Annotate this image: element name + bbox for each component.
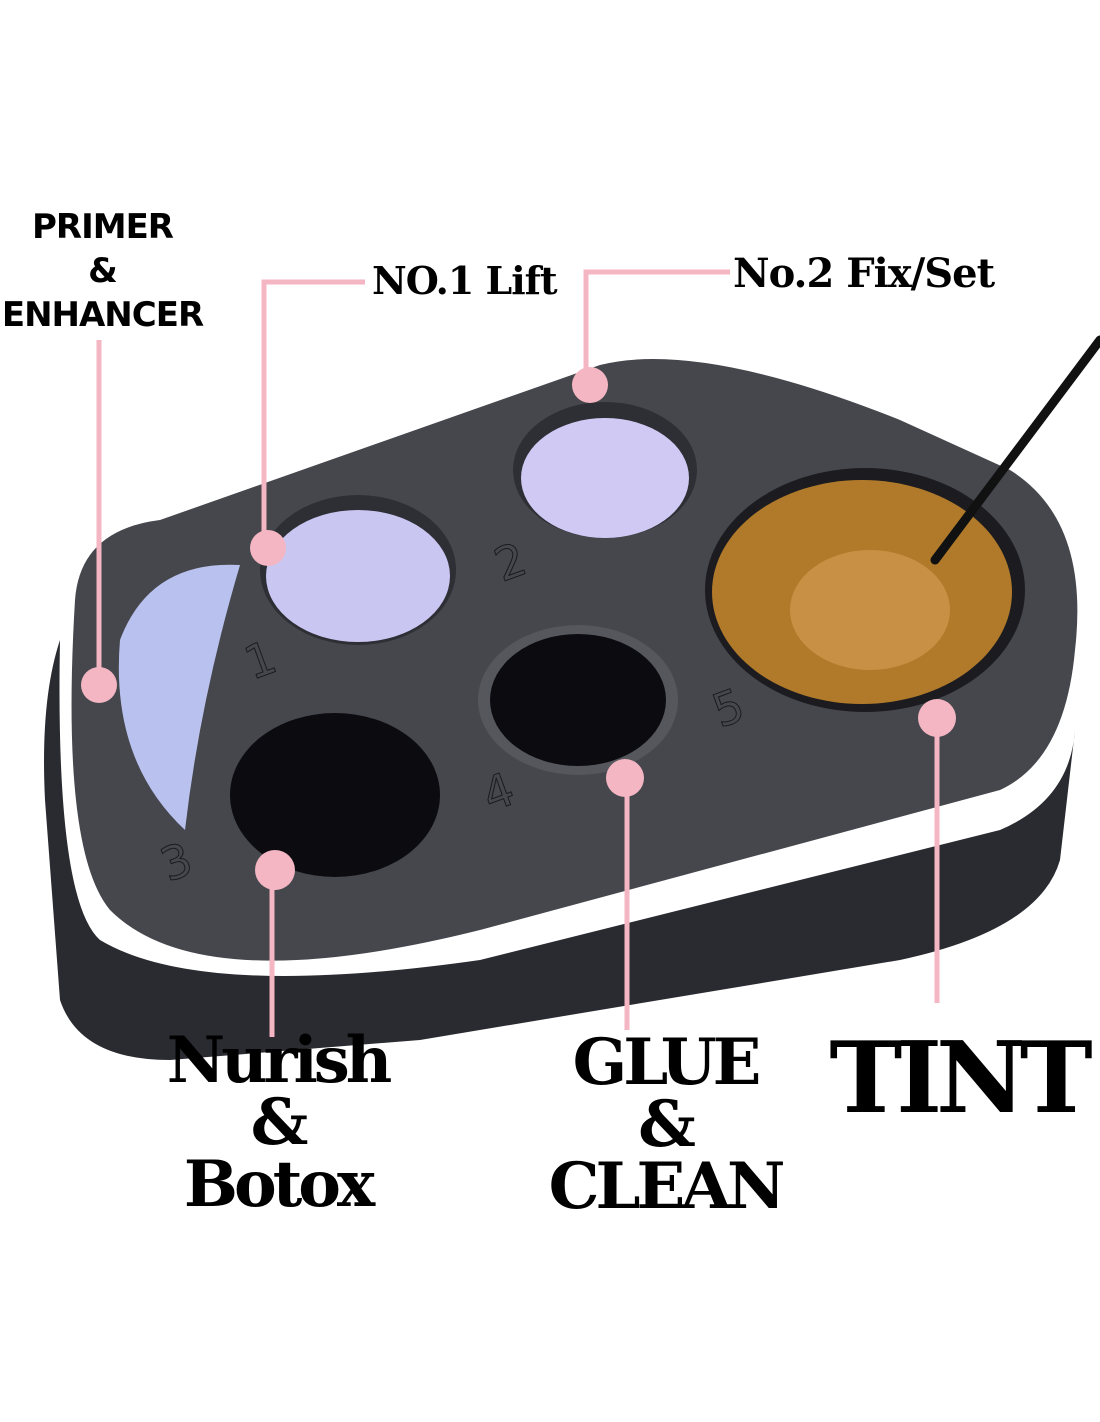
label-line: CLEAN xyxy=(548,1149,786,1224)
label-line: Nurish xyxy=(166,1023,393,1098)
label-nurish-botox: Nurish & Botox xyxy=(140,1023,415,1222)
leader-dots xyxy=(81,367,956,890)
label-fix-set: No.2 Fix/Set xyxy=(733,250,995,297)
label-lift: NO.1 Lift xyxy=(372,258,558,303)
label-tint: TINT xyxy=(829,1021,1092,1136)
label-glue-clean: GLUE & CLEAN xyxy=(540,1025,790,1224)
well-3 xyxy=(230,713,440,877)
label-line: & xyxy=(638,1087,696,1162)
label-line: GLUE xyxy=(572,1025,762,1100)
label-line: PRIMER xyxy=(32,207,174,247)
leader-lines xyxy=(96,269,940,1037)
spatula xyxy=(930,335,1100,565)
label-line: & xyxy=(88,251,118,291)
label-primer-enhancer: PRIMER & ENHANCER xyxy=(0,205,205,337)
gel-fix xyxy=(521,418,689,538)
label-line: ENHANCER xyxy=(1,295,204,335)
label-line: & xyxy=(250,1085,309,1160)
gel-glue xyxy=(490,634,666,766)
well-primer xyxy=(118,564,240,830)
gel-lift xyxy=(266,510,450,642)
palette-side xyxy=(44,640,1075,1060)
label-line: Botox xyxy=(183,1147,375,1222)
